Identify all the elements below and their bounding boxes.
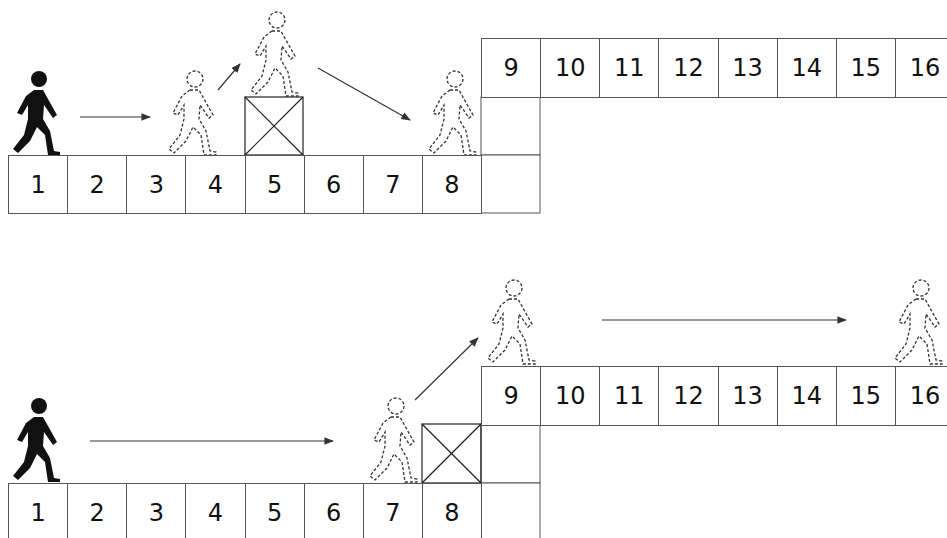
- number-cell: 7: [363, 155, 423, 214]
- number-cell: 7: [363, 483, 423, 538]
- cell-number: 14: [791, 384, 822, 408]
- number-cell: 16: [895, 366, 947, 426]
- number-cell: 13: [718, 38, 778, 98]
- walker-ghost: [488, 280, 535, 364]
- number-cell: 11: [599, 38, 659, 98]
- walker-solid: [13, 71, 60, 155]
- cell-number: 3: [149, 173, 164, 197]
- number-cell: 3: [126, 483, 186, 538]
- number-cell: 8: [422, 483, 482, 538]
- cell-number: 6: [326, 501, 341, 525]
- empty-cell: [481, 155, 540, 213]
- cell-number: 8: [444, 173, 459, 197]
- number-cell: 1: [8, 483, 68, 538]
- walker-ghost: [895, 280, 942, 364]
- number-cell: 15: [836, 366, 896, 426]
- cell-number: 15: [851, 56, 882, 80]
- number-cell: 8: [422, 155, 482, 214]
- walker-ghost: [251, 12, 298, 96]
- cell-number: 5: [267, 501, 282, 525]
- cell-number: 10: [555, 56, 586, 80]
- number-cell: 4: [185, 483, 245, 538]
- cell-number: 1: [30, 501, 45, 525]
- crate: [422, 424, 481, 483]
- number-cell: 6: [304, 483, 364, 538]
- number-cell: 6: [304, 155, 364, 214]
- number-cell: 9: [481, 366, 541, 426]
- number-cell: 2: [67, 155, 127, 214]
- cell-number: 13: [732, 56, 763, 80]
- motion-arrow: [90, 440, 333, 441]
- cell-number: 10: [555, 384, 586, 408]
- number-cell: 11: [599, 366, 659, 426]
- cell-number: 14: [791, 56, 822, 80]
- cell-number: 2: [90, 501, 105, 525]
- number-cell: 14: [777, 366, 837, 426]
- cell-number: 5: [267, 173, 282, 197]
- cell-number: 11: [614, 384, 645, 408]
- cell-number: 3: [149, 501, 164, 525]
- cell-number: 8: [444, 501, 459, 525]
- cell-number: 15: [851, 384, 882, 408]
- empty-cell: [481, 424, 540, 483]
- number-cell: 10: [540, 38, 600, 98]
- cell-number: 9: [503, 384, 518, 408]
- motion-arrow: [415, 338, 478, 400]
- motion-arrow: [602, 319, 846, 320]
- empty-cell: [481, 483, 540, 538]
- number-cell: 12: [658, 38, 718, 98]
- cell-number: 1: [30, 173, 45, 197]
- cell-number: 13: [732, 384, 763, 408]
- number-cell: 16: [895, 38, 947, 98]
- cell-number: 4: [208, 173, 223, 197]
- number-cell: 2: [67, 483, 127, 538]
- walker-ghost: [429, 71, 476, 155]
- empty-cell: [481, 97, 540, 155]
- number-cell: 15: [836, 38, 896, 98]
- number-cell: 1: [8, 155, 68, 214]
- number-cell: 5: [245, 155, 305, 214]
- cell-number: 11: [614, 56, 645, 80]
- walker-ghost: [370, 398, 417, 482]
- number-cell: 5: [245, 483, 305, 538]
- walker-solid: [13, 398, 60, 482]
- cell-number: 2: [90, 173, 105, 197]
- motion-arrow: [318, 68, 410, 120]
- cell-number: 16: [910, 56, 941, 80]
- number-cell: 10: [540, 366, 600, 426]
- number-cell: 4: [185, 155, 245, 214]
- motion-arrow: [218, 64, 240, 90]
- motion-arrow: [80, 116, 150, 117]
- number-cell: 12: [658, 366, 718, 426]
- number-cell: 13: [718, 366, 778, 426]
- cell-number: 12: [673, 56, 704, 80]
- number-cell: 9: [481, 38, 541, 98]
- cell-number: 7: [385, 173, 400, 197]
- cell-number: 7: [385, 501, 400, 525]
- walker-ghost: [169, 71, 216, 155]
- cell-number: 6: [326, 173, 341, 197]
- number-cell: 3: [126, 155, 186, 214]
- cell-number: 16: [910, 384, 941, 408]
- cell-number: 4: [208, 501, 223, 525]
- crate: [245, 97, 303, 155]
- cell-number: 12: [673, 384, 704, 408]
- cell-number: 9: [503, 56, 518, 80]
- number-cell: 14: [777, 38, 837, 98]
